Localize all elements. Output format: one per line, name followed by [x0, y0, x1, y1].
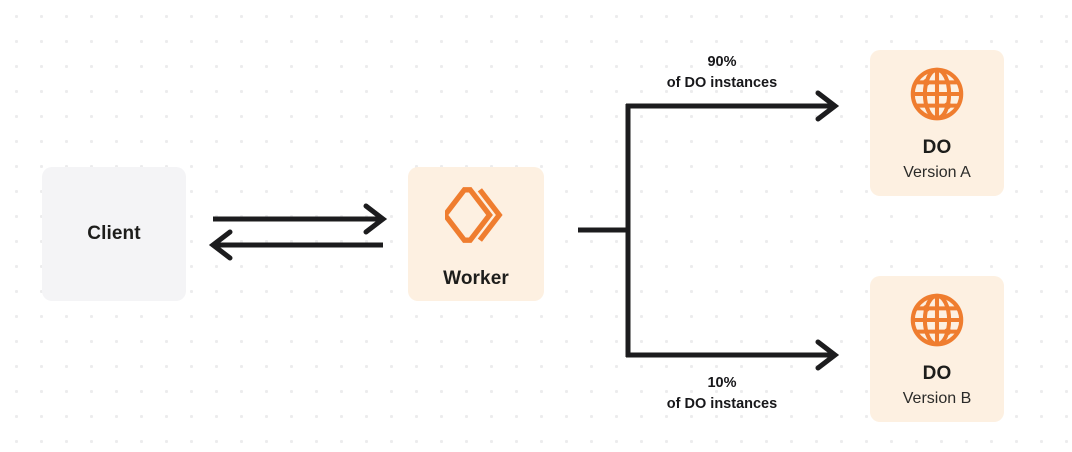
- cloudflare-workers-icon: [441, 184, 507, 246]
- node-do-version-b: DO Version B: [870, 276, 1004, 422]
- edge-label-worker-to-do-b: 10% of DO instances: [627, 373, 817, 415]
- node-do-version-b-sublabel: Version B: [902, 389, 972, 407]
- edge-worker-to-do-b: [626, 339, 840, 371]
- globe-icon: [906, 63, 968, 125]
- node-do-version-a-label: DO: [922, 136, 952, 158]
- edge-label-worker-to-do-b-caption: of DO instances: [666, 396, 778, 413]
- edge-label-worker-to-do-b-percent: 10%: [707, 375, 737, 391]
- edge-label-worker-to-do-a: 90% of DO instances: [627, 52, 817, 94]
- node-do-version-a: DO Version A: [870, 50, 1004, 196]
- edge-worker-to-client-arrowhead: [208, 229, 233, 261]
- edge-worker-to-do-a: [626, 90, 840, 122]
- edge-label-worker-to-do-a-caption: of DO instances: [666, 75, 778, 92]
- edge-worker-branch-stub: [578, 104, 631, 357]
- node-client: Client: [42, 167, 186, 301]
- edge-label-worker-to-do-a-percent: 90%: [707, 54, 737, 70]
- edge-client-to-worker: [213, 203, 388, 235]
- edge-worker-to-do-b-arrowhead: [815, 339, 840, 371]
- edge-client-to-worker-arrowhead: [363, 203, 388, 235]
- edge-worker-to-client: [208, 229, 383, 261]
- node-do-version-a-sublabel: Version A: [903, 163, 971, 181]
- edge-worker-to-do-a-arrowhead: [815, 90, 840, 122]
- node-worker: Worker: [408, 167, 544, 301]
- node-worker-label: Worker: [443, 267, 509, 289]
- globe-icon: [906, 289, 968, 351]
- node-do-version-b-label: DO: [922, 362, 952, 384]
- node-client-label: Client: [87, 222, 141, 244]
